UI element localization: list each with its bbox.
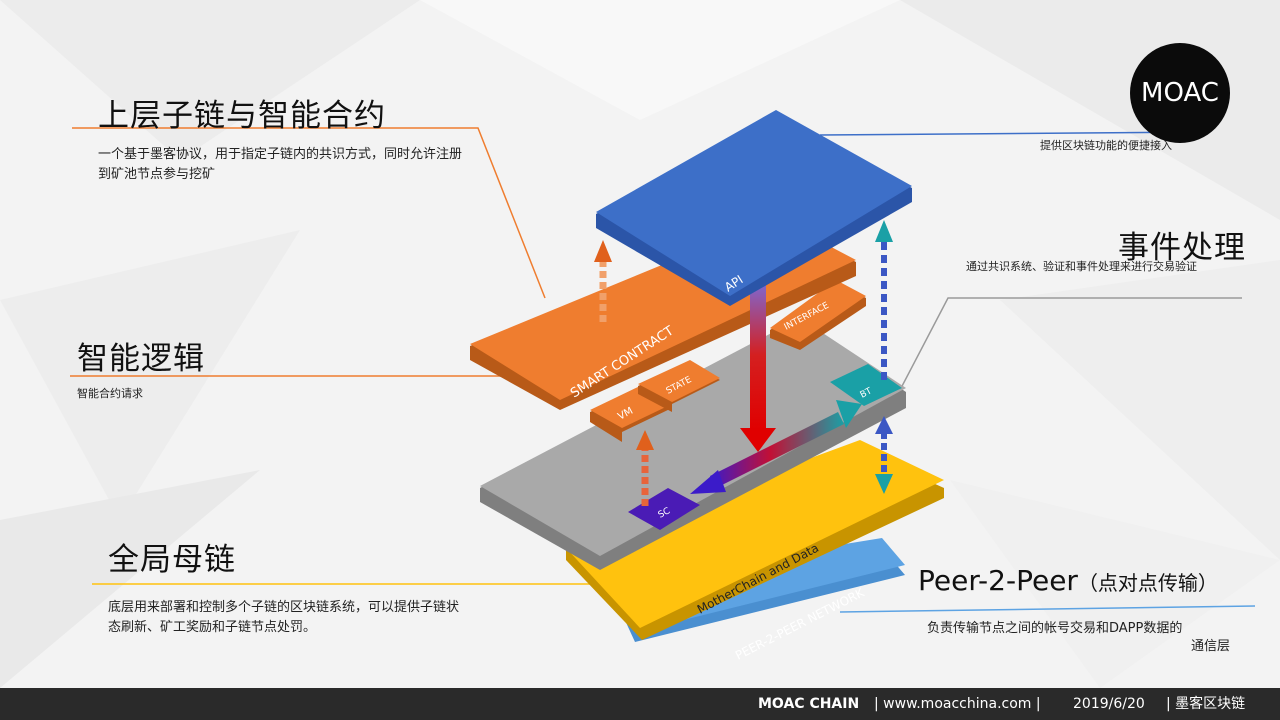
- bt-block: BT: [830, 364, 902, 406]
- p2p-title-suffix: （点对点传输）: [1077, 571, 1218, 595]
- logo-text: MOAC: [1141, 78, 1219, 108]
- p2p-desc-line1: 负责传输节点之间的帐号交易和DAPP数据的: [927, 621, 1183, 636]
- api-layer: API: [596, 110, 912, 306]
- p2p-title: Peer-2-Peer: [918, 564, 1078, 597]
- moac-logo: MOAC: [1130, 43, 1230, 143]
- top-chain-title: 上层子链与智能合约: [98, 98, 386, 134]
- api-down-arrow: [740, 280, 776, 452]
- sc-vm-dashed-arrow: [636, 430, 654, 506]
- grey-horizontal-arrow: [690, 400, 862, 494]
- footer-url[interactable]: | www.moacchina.com |: [874, 696, 1041, 712]
- logic-title: 智能逻辑: [77, 341, 205, 377]
- api-desc: 提供区块链功能的便捷接入: [1040, 139, 1172, 152]
- footer-date: 2019/6/20: [1073, 696, 1145, 712]
- footer-bar: MOAC CHAIN | www.moacchina.com | 2019/6/…: [0, 688, 1280, 720]
- logic-desc: 智能合约请求: [77, 387, 143, 400]
- p2p-title-row: Peer-2-Peer（点对点传输）: [918, 564, 1218, 597]
- bt-api-dashed-arrow: [875, 220, 893, 380]
- leader-line-api: [819, 131, 1206, 136]
- leader-line-p2p: [839, 605, 1256, 613]
- mother-title: 全局母链: [108, 542, 236, 578]
- top-chain-desc: 一个基于墨客协议，用于指定子链内的共识方式，同时允许注册到矿池节点参与挖矿: [98, 147, 463, 182]
- sc-block: SC: [628, 488, 700, 530]
- events-desc: 通过共识系统、验证和事件处理来进行交易验证: [966, 260, 1197, 273]
- sc-label: SC: [657, 506, 672, 520]
- sc-up-dashed-arrow: [594, 240, 612, 322]
- footer-name: | 墨客区块链: [1166, 696, 1246, 712]
- grey-layer: [480, 318, 906, 570]
- leader-line-top: [72, 127, 546, 299]
- events-title: 事件处理: [1118, 230, 1246, 266]
- mother-desc: 底层用来部署和控制多个子链的区块链系统，可以提供子链状态刷新、矿工奖励和子链节点…: [108, 600, 460, 635]
- p2p-desc-line2: 通信层: [1191, 639, 1231, 654]
- leader-line-events: [899, 297, 1242, 391]
- footer-brand: MOAC CHAIN: [758, 696, 860, 712]
- state-block: STATE: [638, 360, 720, 412]
- interface-block: INTERFACE: [770, 280, 866, 350]
- grey-mother-dashed-arrow: [875, 416, 893, 494]
